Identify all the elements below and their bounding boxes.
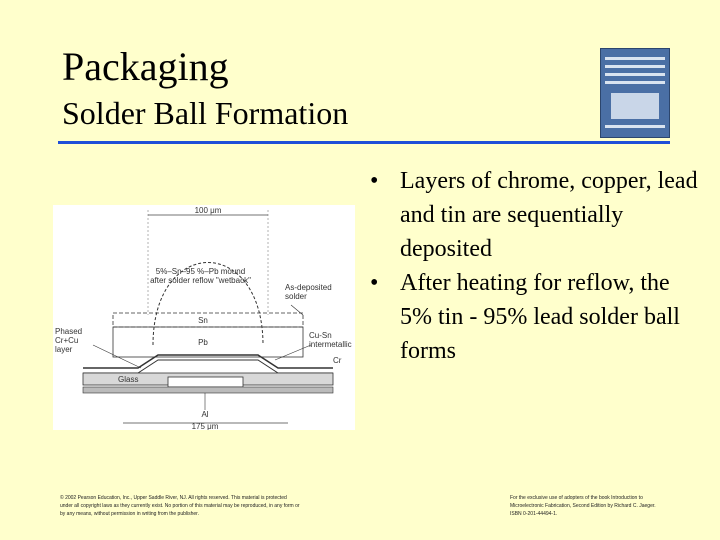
top-dimension-label: 100 μm bbox=[195, 206, 222, 215]
bullet-item: • Layers of chrome, copper, lead and tin… bbox=[370, 164, 700, 266]
cusn-label: Cu-Sn intermetallic bbox=[309, 331, 352, 349]
bullet-list: • Layers of chrome, copper, lead and tin… bbox=[370, 164, 700, 368]
bullet-text: After heating for reflow, the 5% tin - 9… bbox=[400, 270, 680, 364]
phased-layer-label: Phased Cr+Cu layer bbox=[55, 327, 83, 354]
solder-ball-diagram: 100 μm Sn Pb Glass Al 175 μm 5%–Sn–95 %–… bbox=[53, 205, 355, 431]
book-cover-icon bbox=[600, 48, 670, 138]
book-adoption-notice: For the exclusive use of adopters of the… bbox=[510, 495, 656, 517]
bottom-dimension-label: 175 μm bbox=[192, 422, 219, 430]
title-divider bbox=[58, 141, 670, 144]
slide-subtitle: Solder Ball Formation bbox=[62, 95, 349, 131]
cr-label: Cr bbox=[333, 356, 342, 365]
glass-label: Glass bbox=[118, 375, 138, 384]
al-label: Al bbox=[201, 410, 208, 419]
bullet-item: • After heating for reflow, the 5% tin -… bbox=[370, 266, 700, 368]
pb-layer-label: Pb bbox=[198, 338, 208, 347]
slide-title: Packaging bbox=[62, 44, 229, 89]
copyright-notice: © 2002 Pearson Education, Inc., Upper Sa… bbox=[60, 495, 300, 517]
sn-layer-label: Sn bbox=[198, 316, 208, 325]
bullet-text: Layers of chrome, copper, lead and tin a… bbox=[400, 168, 698, 262]
deposited-solder-label: As-deposited solder bbox=[285, 283, 332, 301]
mound-label: 5%–Sn–95 %–Pb mound after solder reflow … bbox=[150, 267, 251, 285]
